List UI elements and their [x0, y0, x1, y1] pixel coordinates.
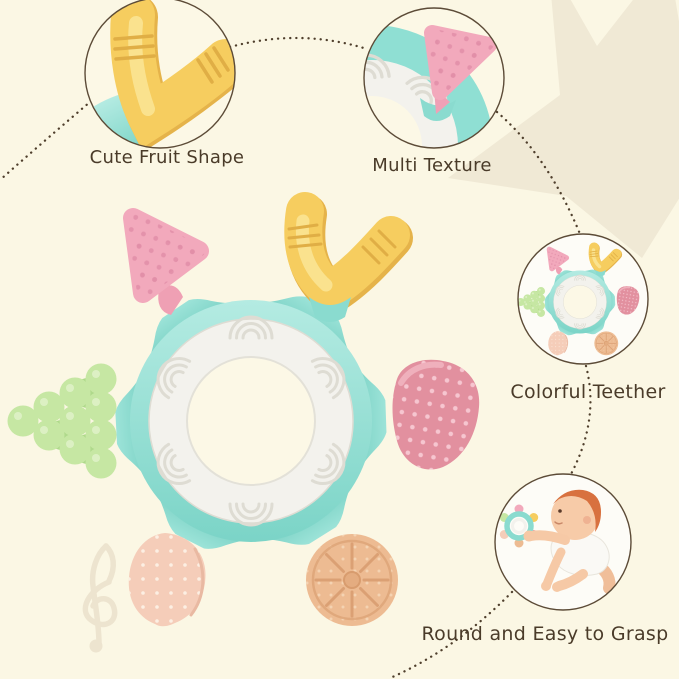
- callout-circle-fruit-shape: [84, 0, 236, 149]
- background-star-shape: [448, 0, 679, 258]
- treble-clef-icon: [82, 543, 118, 653]
- callout-circle-colorful-teether: [517, 233, 649, 365]
- callout-label-cute-fruit-shape: Cute Fruit Shape: [89, 147, 245, 168]
- banana-closeup: [85, 0, 235, 148]
- baby-photo: [499, 489, 616, 594]
- callout-circle-grasp: [494, 473, 632, 611]
- teether-toy: [8, 211, 480, 626]
- callout-label-round-easy-grasp: Round and Easy to Grasp: [421, 623, 669, 645]
- callout-label-colorful-teether: Colorful Teether: [510, 381, 666, 403]
- callout-label-multi-texture: Multi Texture: [372, 155, 492, 176]
